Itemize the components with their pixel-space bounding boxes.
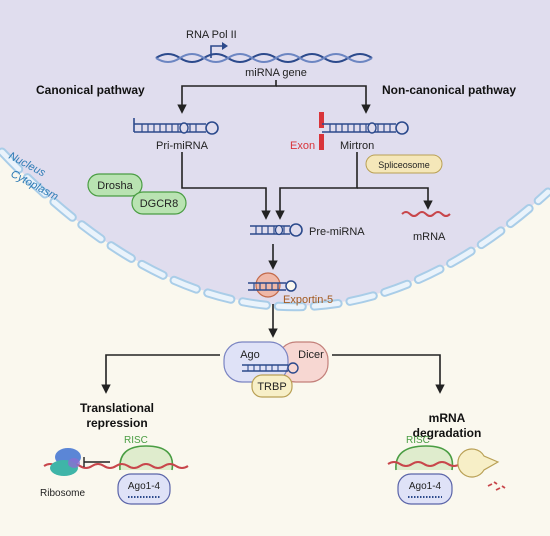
- mirtron-label: Mirtron: [340, 140, 374, 152]
- drosha-protein: [87, 173, 143, 197]
- ago14-left-label: Ago1-4: [128, 481, 161, 492]
- arrow-pri-to-pre: [181, 152, 271, 220]
- exonuclease-pacman: [457, 448, 500, 478]
- ribosome-label: Ribosome: [40, 488, 85, 499]
- arrow-mirtron-to-pre: [275, 152, 358, 220]
- pri-mirna-label: Pri-miRNA: [156, 140, 209, 152]
- degraded-fragments: [487, 481, 506, 491]
- exon-label: Exon: [290, 140, 315, 152]
- dna-helix: [155, 53, 373, 63]
- mirtron-hairpin: [319, 112, 409, 150]
- exported-pre-mirna: [248, 280, 297, 292]
- arrow-to-mrna: [357, 187, 433, 210]
- drosha-label: Drosha: [97, 180, 133, 192]
- exportin-5-protein: [255, 272, 281, 298]
- nuclear-membrane-inner: [0, 149, 550, 310]
- pre-mirna-hairpin: [250, 223, 303, 237]
- arrow-to-pri-mirna: [177, 80, 277, 114]
- trbp-label: TRBP: [257, 381, 286, 393]
- mirna-gene-label: miRNA gene: [245, 67, 307, 79]
- ago-label: Ago: [240, 349, 260, 361]
- noncanonical-pathway-title: Non-canonical pathway: [382, 83, 516, 97]
- translational-repression-title-line2: repression: [86, 416, 147, 430]
- canonical-pathway-title: Canonical pathway: [36, 83, 145, 97]
- mrna-label: mRNA: [413, 231, 446, 243]
- risc-left-shell: [119, 445, 174, 471]
- trbp-protein: [251, 374, 293, 398]
- dgcr8-protein: [131, 191, 187, 215]
- mrna-degradation-title-line2: degradation: [413, 426, 482, 440]
- ribosome-icon: [50, 448, 81, 476]
- nucleus-background: [0, 0, 550, 306]
- translational-repression-title-line1: Translational: [80, 401, 154, 415]
- pre-mirna-label: Pre-miRNA: [309, 226, 365, 238]
- pri-mirna-hairpin: [133, 118, 219, 135]
- dicer-bound-mirna: [242, 362, 299, 374]
- spliceosome-protein: [365, 154, 443, 174]
- rna-pol-label: RNA Pol II: [186, 29, 237, 41]
- promoter-arrowhead: [222, 42, 228, 50]
- mrna-degradation-title-line1: mRNA: [429, 411, 466, 425]
- arrow-to-mrna-degradation: [332, 354, 445, 394]
- arrow-to-mirtron: [276, 85, 371, 114]
- dgcr8-label: DGCR8: [140, 198, 179, 210]
- repression-bar: [83, 457, 110, 467]
- mrna-strand: [401, 211, 451, 217]
- risc-right-label: RISC: [406, 435, 430, 446]
- risc-left-label: RISC: [124, 435, 148, 446]
- dicer-label: Dicer: [298, 349, 324, 361]
- ago14-right-label: Ago1-4: [409, 481, 442, 492]
- spliceosome-label: Spliceosome: [378, 160, 430, 170]
- arrow-to-translational-repression: [101, 354, 220, 394]
- exportin-5-label: Exportin-5: [283, 294, 333, 306]
